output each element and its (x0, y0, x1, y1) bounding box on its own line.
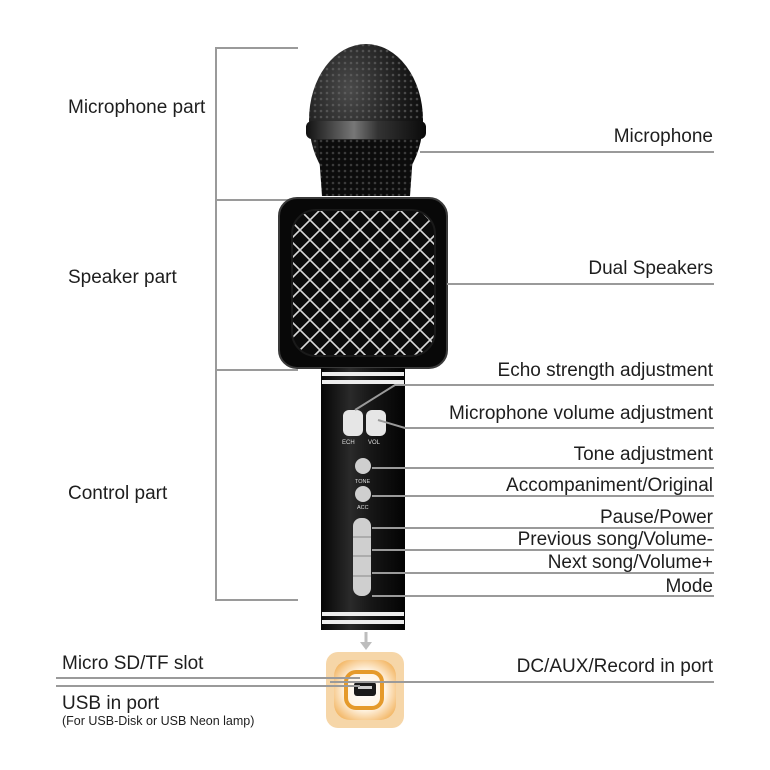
callout-previous-song: Previous song/Volume- (517, 529, 713, 550)
handle-body (321, 368, 405, 650)
section-speaker-part: Speaker part (68, 267, 177, 288)
label-usb-in-port: USB in port (62, 693, 160, 714)
callout-lines (56, 151, 714, 687)
tone-label: TONE (355, 479, 371, 485)
microphone-head (306, 44, 426, 196)
callout-dual-speakers: Dual Speakers (588, 258, 713, 279)
acc-label: ACC (357, 505, 369, 511)
callout-accompaniment: Accompaniment/Original (506, 475, 713, 496)
label-usb-note: (For USB-Disk or USB Neon lamp) (62, 714, 255, 728)
callout-mic-volume: Microphone volume adjustment (448, 403, 713, 424)
vol-label: VOL (368, 440, 381, 446)
section-control-part: Control part (68, 483, 168, 504)
callout-next-song: Next song/Volume+ (547, 552, 713, 573)
ech-label: ECH (342, 440, 355, 446)
section-microphone-part: Microphone part (68, 97, 206, 118)
callout-dc-aux: DC/AUX/Record in port (516, 656, 713, 677)
label-micro-sd-slot: Micro SD/TF slot (62, 653, 204, 674)
callout-pause-power: Pause/Power (599, 507, 713, 528)
base-port (326, 652, 404, 728)
callout-tone: Tone adjustment (573, 444, 713, 465)
section-brackets (215, 47, 298, 601)
callout-echo: Echo strength adjustment (497, 360, 713, 381)
callout-microphone: Microphone (613, 126, 713, 147)
callout-mode: Mode (665, 576, 713, 597)
speaker-block (278, 197, 448, 369)
